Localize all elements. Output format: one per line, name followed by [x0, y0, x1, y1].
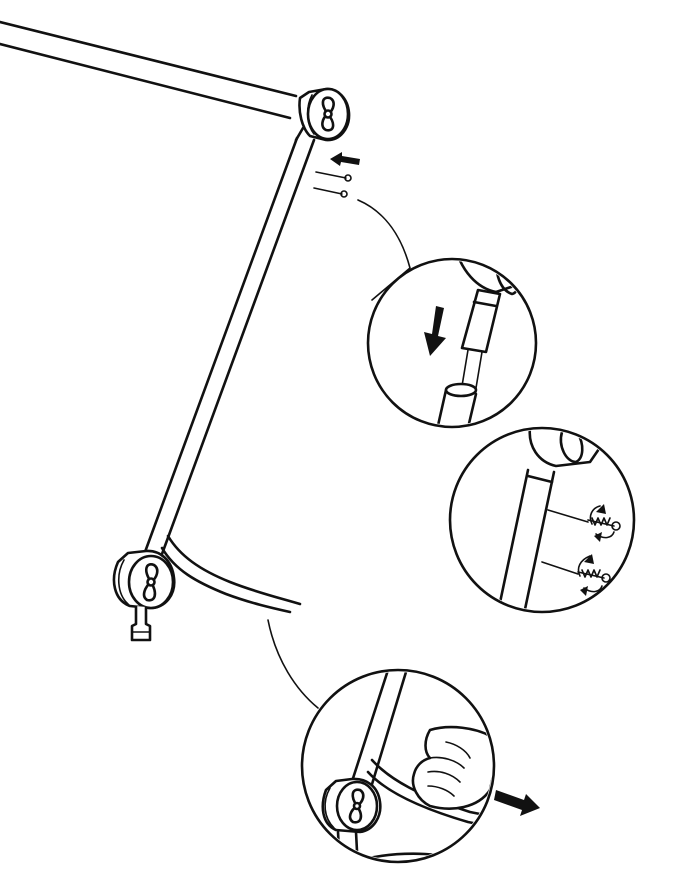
screws-pair [313, 171, 352, 198]
upper-joint-knob [298, 87, 351, 142]
main-arm-tube [143, 126, 316, 556]
callout-pointer [267, 619, 319, 709]
lower-joint-knob [112, 549, 176, 642]
hand-icon [411, 725, 492, 810]
upper-arm-tube [0, 20, 298, 120]
rotate-screw-icon [577, 554, 611, 596]
detail-circle-screw-fastening [448, 426, 636, 614]
power-cable [160, 534, 302, 614]
left-arrow-icon [330, 152, 360, 166]
right-arrow-icon [494, 790, 540, 816]
wing-nut-icon [321, 96, 335, 132]
lamp-arm-assembly [0, 20, 411, 642]
detail-circle-pull-cable [300, 668, 540, 864]
rotate-screw-icon [587, 504, 621, 542]
down-arrow-icon [424, 306, 446, 356]
wing-nut-icon [142, 563, 159, 602]
